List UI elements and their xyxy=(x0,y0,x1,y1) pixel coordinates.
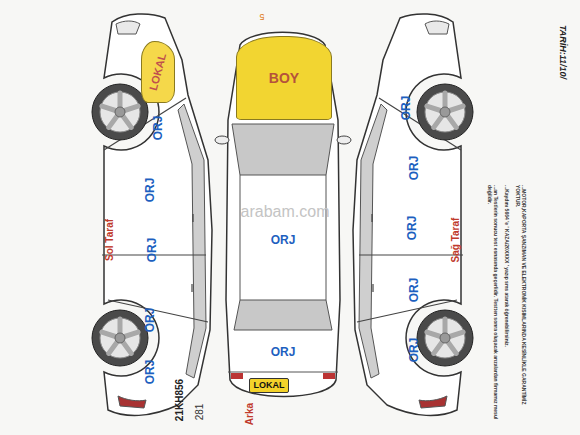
part-status: ORJ xyxy=(152,116,164,141)
report-number: 281 xyxy=(195,404,205,421)
part-status: ORJ xyxy=(144,308,156,333)
mirror xyxy=(215,136,229,144)
tail-light xyxy=(231,373,243,379)
painted-hood: BOY xyxy=(236,36,332,120)
part-number: 5 xyxy=(259,12,264,21)
part-status: ORJ xyxy=(408,156,420,181)
part-status: ORJ xyxy=(406,216,418,241)
report-date: TARİH:11/10/ xyxy=(558,25,567,79)
windshield xyxy=(232,124,334,175)
part-status: ORJ xyxy=(271,346,296,358)
part-status: BOY xyxy=(269,71,299,85)
part-status: LOKAL xyxy=(254,381,285,390)
tail-light xyxy=(323,373,335,379)
part-status: ORJ xyxy=(271,234,296,246)
disclaimer-note: ...MOTOR,KAPORTA ŞANZIMAN VE ELEKTRONİK … xyxy=(514,185,526,425)
part-status: ORJ xyxy=(400,96,412,121)
mirror xyxy=(337,136,351,144)
view-title: Arka xyxy=(245,403,255,425)
watermark: arabam.com xyxy=(241,204,330,220)
left-side-car xyxy=(92,14,212,416)
disclaimer-note: ...an Testlerin sonucu test esnasında ge… xyxy=(486,185,498,425)
part-status: ORJ xyxy=(144,360,156,385)
part-status: LOKAL xyxy=(148,52,168,91)
plate-number: 21KH856 xyxy=(175,379,185,421)
panel-seams xyxy=(228,175,338,372)
rear-window xyxy=(234,300,332,330)
part-status: ORJ xyxy=(408,338,420,363)
side-title: Sağ Taraf xyxy=(451,218,461,263)
side-title: Sol Taraf xyxy=(105,219,115,261)
top-view-car xyxy=(226,32,340,396)
disclaimer-note: ...Kaydını 5664 'e ' KAZA/20XXXX ' yazıp… xyxy=(503,185,509,425)
part-status: ORJ xyxy=(408,278,420,303)
part-status: ORJ xyxy=(144,178,156,203)
damaged-fender: LOKAL xyxy=(141,41,175,103)
damaged-bumper: LOKAL xyxy=(249,378,289,393)
right-side-car xyxy=(353,14,473,416)
part-status: ORJ xyxy=(146,238,158,263)
